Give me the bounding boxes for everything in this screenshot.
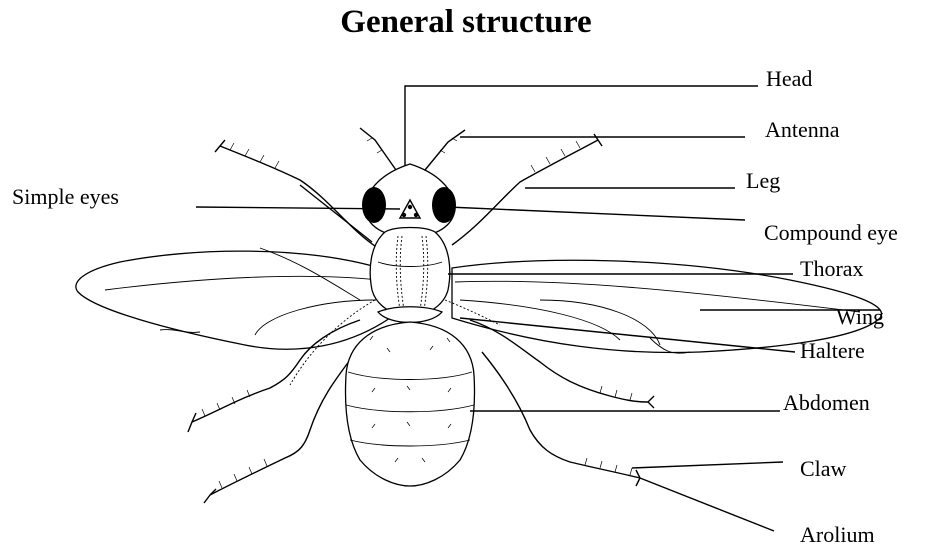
right-compound-eye <box>432 187 456 223</box>
label-compound-eye: Compound eye <box>764 220 898 245</box>
left-compound-eye <box>362 187 386 223</box>
label-haltere: Haltere <box>800 338 865 363</box>
leader-arolium <box>640 478 774 531</box>
leader-compound-eye <box>448 207 745 220</box>
label-arolium: Arolium <box>800 522 875 547</box>
label-wing: Wing <box>836 304 884 329</box>
label-thorax: Thorax <box>800 256 864 281</box>
left-wing <box>76 248 390 349</box>
leader-claw <box>632 462 783 468</box>
label-abdomen: Abdomen <box>783 390 870 415</box>
label-antenna: Antenna <box>765 117 840 142</box>
label-claw: Claw <box>800 456 847 481</box>
label-head: Head <box>766 66 812 91</box>
antennae <box>360 128 465 170</box>
leader-head <box>405 86 758 166</box>
label-leg: Leg <box>746 168 780 193</box>
abdomen <box>346 322 475 486</box>
label-simple-eyes: Simple eyes <box>12 184 119 209</box>
